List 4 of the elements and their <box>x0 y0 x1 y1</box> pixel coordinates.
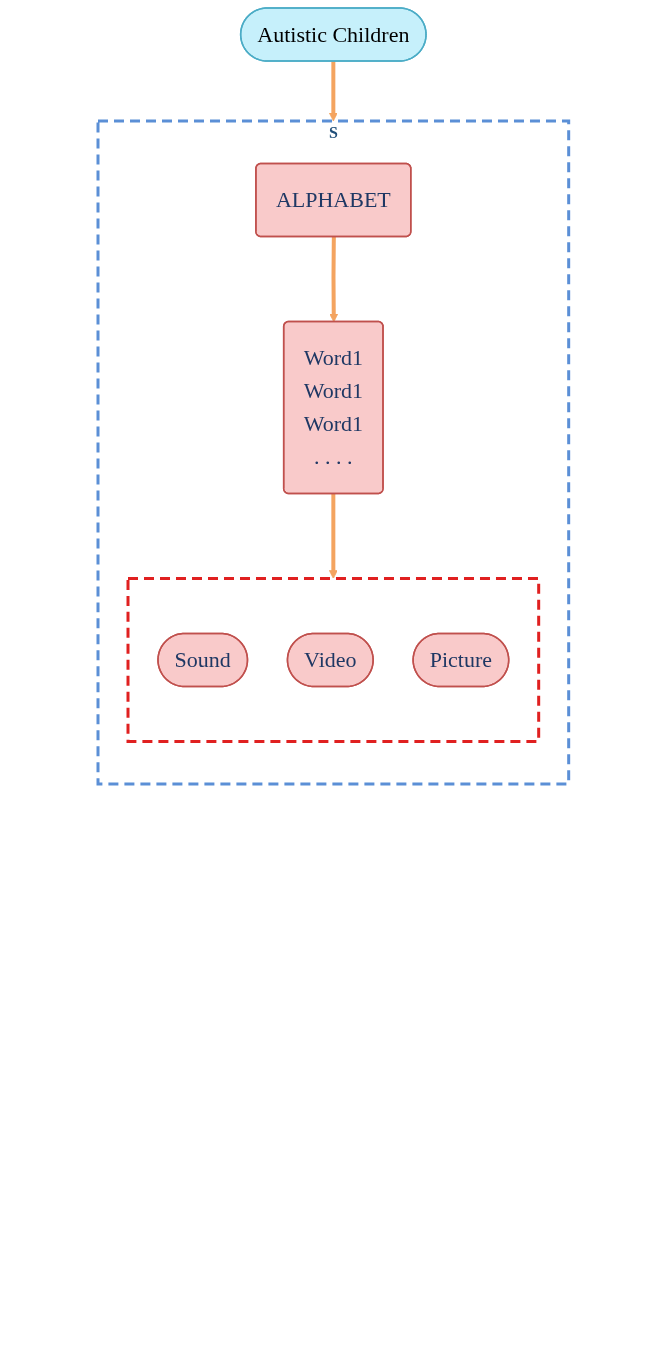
arrow <box>329 493 338 579</box>
cluster <box>126 577 541 743</box>
arrow <box>329 61 338 122</box>
arrow <box>329 236 339 323</box>
